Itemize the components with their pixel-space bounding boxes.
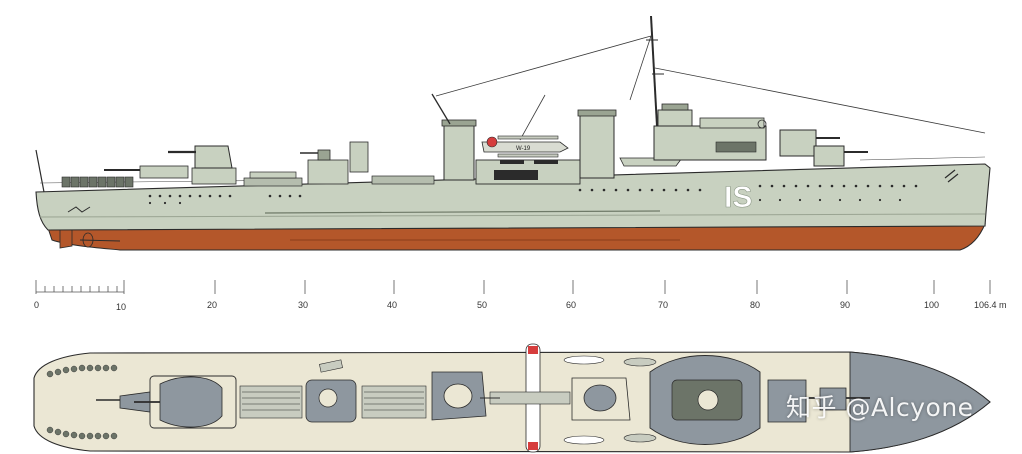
forward-funnel	[577, 109, 617, 179]
forward-torpedo-tubes	[371, 175, 435, 185]
forward-gun-turret	[813, 145, 868, 167]
deck-aft-turrets	[96, 375, 237, 429]
scale-label-0: 0	[34, 300, 39, 310]
scale-label-106-4m: 106.4 m	[974, 300, 1007, 310]
boot-topping-line	[39, 213, 986, 218]
watermark: 知乎 @Alcyone	[786, 393, 974, 422]
rigging	[435, 35, 986, 141]
deck-aft-funnel	[431, 371, 487, 421]
aft-superfiring-turret	[168, 145, 237, 185]
aft-torpedo-tubes	[243, 171, 303, 187]
scale-label-80: 80	[750, 300, 760, 310]
deck-plan	[33, 343, 991, 453]
midships-deckhouse	[475, 159, 581, 185]
forecastle-deck	[849, 351, 991, 453]
deck-boats	[563, 355, 657, 445]
anchor-icon	[944, 169, 959, 183]
foremast	[646, 15, 664, 127]
deck-aa-platform	[305, 359, 357, 423]
sheer-strake-line	[264, 210, 661, 214]
scale-label-100: 100	[924, 300, 939, 310]
portholes	[148, 184, 918, 205]
deck-bridge	[649, 355, 761, 445]
deck-depth-charges	[46, 364, 118, 440]
aircraft-crane	[431, 93, 451, 125]
deck-torpedo-tubes-fwd	[361, 385, 427, 419]
hull-number: IS	[724, 181, 752, 214]
aircraft-code: W-19	[516, 146, 531, 152]
side-profile: W-19	[35, 15, 991, 251]
deck-torpedo-tubes-aft	[239, 385, 303, 419]
deck-forward-funnel	[571, 377, 631, 421]
aft-gun-turret	[104, 165, 189, 179]
ensign-staff	[35, 149, 45, 193]
scale-label-40: 40	[387, 300, 397, 310]
aa-gun-platform	[300, 141, 369, 185]
scale-label-10: 10	[116, 302, 126, 312]
scale-label-30: 30	[298, 300, 308, 310]
depth-charge-rack	[61, 176, 134, 188]
bridge-superstructure	[653, 103, 767, 161]
scale-label-20: 20	[207, 300, 217, 310]
scale-label-90: 90	[840, 300, 850, 310]
scale-bar: 0 10 20 30 40 50 60 70 80 90 100 106.4 m	[34, 280, 1007, 312]
scale-label-50: 50	[477, 300, 487, 310]
deck-seaplane	[480, 343, 571, 453]
scale-label-70: 70	[658, 300, 668, 310]
seaplane: W-19	[481, 135, 569, 164]
forward-superfiring-turret	[779, 129, 840, 157]
scale-label-60: 60	[566, 300, 576, 310]
aft-funnel	[441, 119, 477, 181]
deck-forward-turrets	[767, 379, 870, 423]
stern-marking	[67, 206, 91, 213]
